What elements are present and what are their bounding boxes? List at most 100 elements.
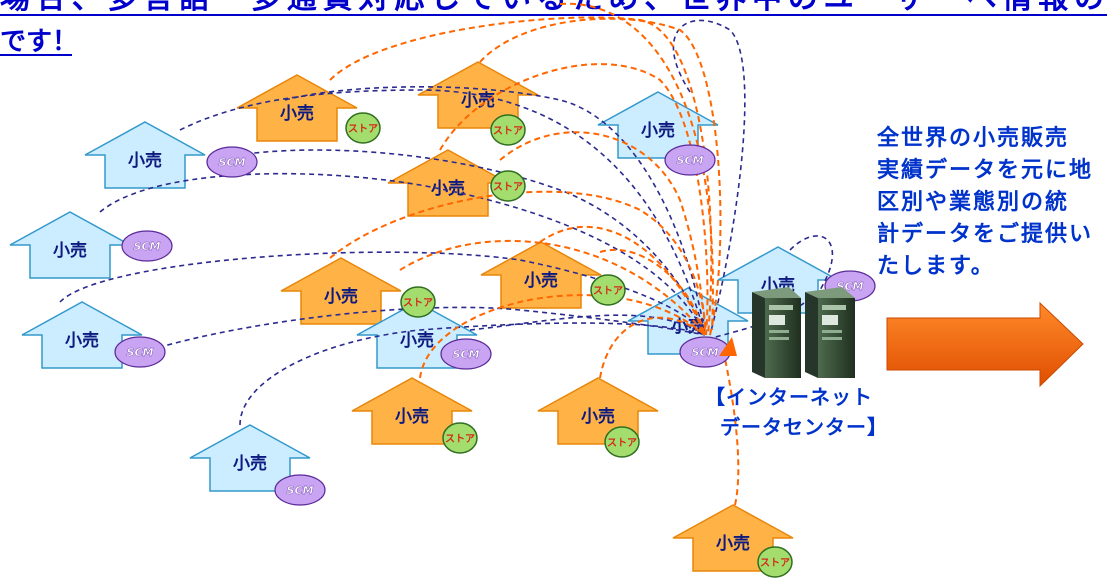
description-line: 計データをご提供い [877,221,1093,247]
inbound-arrowhead-icon [719,337,737,356]
store-logo-shape [490,170,526,202]
server-tower-a-panel [769,315,785,325]
store-logo-text: ストア [493,181,523,193]
store-logo-badge: ストア [442,422,478,454]
scm-logo-shape [440,338,492,370]
scm-logo-text: SCM [219,156,246,169]
store-logo-text: ストア [403,297,433,309]
server-tower-b-vent [822,330,842,333]
scm-logo-text: SCM [134,240,161,253]
house-label: 小売 [461,90,495,111]
store-house: 小売 [387,149,509,217]
server-tower-b-panel [822,315,838,325]
scm-logo-shape [664,144,716,176]
scm-logo-shape [206,146,258,178]
connection-lines [59,2,834,506]
store-house: 小売 [236,74,358,142]
store-logo-text: ストア [493,125,523,137]
server-tower-a-top [752,287,801,298]
server-tower-a-slot [769,305,793,310]
description-line: たします。 [877,254,995,279]
house-shape [480,241,602,309]
dashed-connection [239,322,706,426]
dashed-connection [539,225,706,336]
house-label: 小売 [280,103,314,124]
house-shape [189,424,311,492]
server-tower-a-side [752,292,765,378]
scm-logo-badge: SCM [114,336,166,368]
house-label: 小売 [581,406,615,427]
store-house: 小売 [84,121,206,189]
store-logo-shape [490,114,526,146]
server-tower-b-side [805,292,818,378]
house-shape [84,121,206,189]
server-icon [752,287,855,378]
dashed-connection [721,344,740,506]
store-logo-badge: ストア [400,286,436,318]
scm-logo-badge: SCM [679,336,731,368]
scm-logo-shape [114,336,166,368]
data-center-label-line-2: データセンター】 [720,415,888,439]
store-logo-text: ストア [593,285,623,297]
server-tower-a-vent [769,337,789,340]
dashed-connection [99,172,706,336]
title-line-1-underline [0,14,1107,16]
server-tower-b-slot [822,305,846,310]
house-shape [21,301,143,369]
store-logo-shape [442,422,478,454]
store-house: 小売 [351,377,473,445]
description-text: 全世界の小売販売 実績データを元に地 区別や業態別の統 計データをご提供い たし… [876,125,1093,279]
store-logo-badge: ストア [604,426,640,458]
scm-logo-badge: SCM [664,144,716,176]
house-label: 小売 [53,240,87,261]
house-label: 小売 [400,330,434,351]
server-tower-b-vent [822,337,842,340]
scm-logo-text: SCM [692,346,719,359]
house-label: 小売 [641,120,675,141]
scm-logo-badge: SCM [121,230,173,262]
dashed-connection [439,63,709,336]
store-logo-shape [604,426,640,458]
store-house: 小売 [21,301,143,369]
dashed-connection [479,17,722,336]
server-tower-a-vent [769,330,789,333]
house-label: 小売 [324,286,358,307]
store-house: 小売 [537,377,659,445]
scm-logo-text: SCM [127,346,154,359]
scm-logo-shape [121,230,173,262]
server-tower-b-top [805,287,855,298]
store-house: 小売 [189,424,311,492]
store-logo-text: ストア [607,437,637,449]
house-label: 小売 [128,150,162,171]
store-logo-text: ストア [348,123,378,135]
dashed-connection [284,86,706,336]
dashed-connection [329,190,707,336]
store-logo-badge: ストア [490,170,526,202]
store-house: 小売 [417,61,539,129]
store-logo-badge: ストア [490,114,526,146]
description-line: 区別や業態別の統 [877,189,1069,215]
store-logo-shape [757,546,793,578]
store-logo-badge: ストア [757,546,793,578]
house-label: 小売 [395,406,429,427]
scm-logo-badge: SCM [440,338,492,370]
house-label: 小売 [431,178,465,199]
store-logo-shape [590,274,626,306]
house-shape [280,257,402,325]
dashed-connection [149,306,706,351]
store-logo-shape [400,286,436,318]
house-shape [417,61,539,129]
house-label: 小売 [233,453,267,474]
house-label: 小売 [65,330,99,351]
title-line-2-underline [0,54,72,56]
data-center-label-line-1: 【インターネット [705,385,873,409]
title-line-2: です！ [0,27,78,57]
description-line: 全世界の小売販売 [876,125,1069,151]
data-center-label: 【インターネット データセンター】 [705,385,888,439]
house-label: 小売 [524,270,558,291]
store-logo-shape [345,112,381,144]
dashed-connection [559,2,714,331]
scm-logo-shape [274,474,326,506]
